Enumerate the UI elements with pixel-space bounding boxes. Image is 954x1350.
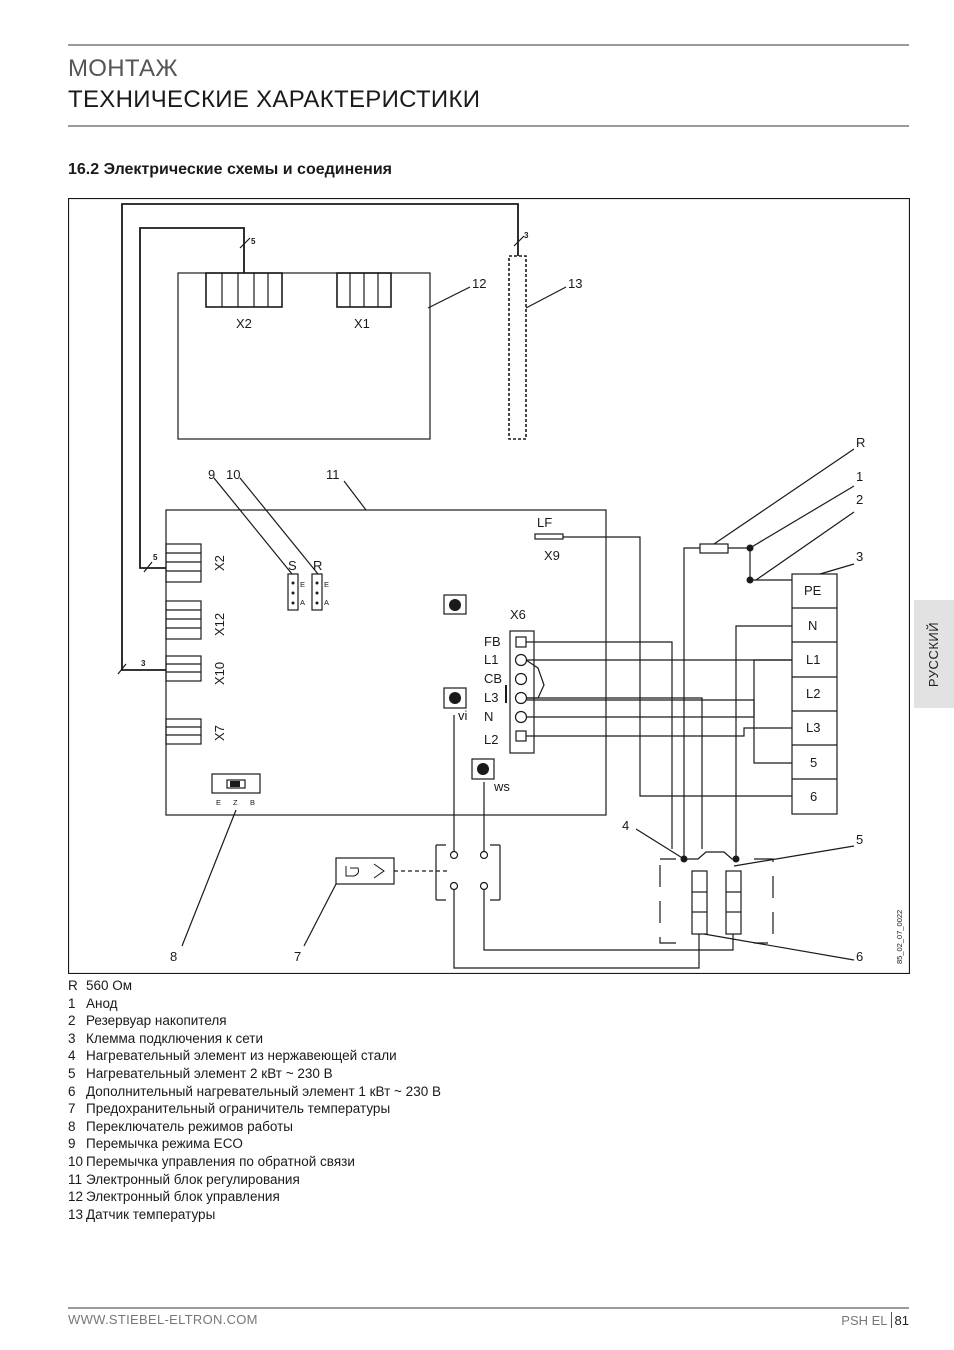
- ws-label: ws: [493, 779, 510, 794]
- wire-x10: [121, 203, 519, 671]
- jumper-s-label: S: [288, 558, 297, 573]
- board-x2-label: X2: [236, 316, 252, 331]
- button-vi: [443, 687, 467, 709]
- callout-5: 5: [856, 832, 863, 847]
- callout-13: 13: [568, 276, 582, 291]
- callout-6: 6: [856, 949, 863, 964]
- wire-count-x10: 3: [141, 659, 146, 668]
- jumper-s-pin-a: A: [300, 598, 305, 607]
- switch-pos-e: E: [216, 798, 221, 807]
- jumper-r-pin-a: A: [324, 598, 329, 607]
- jumper-r-label: R: [313, 558, 322, 573]
- callout-r: R: [856, 435, 865, 450]
- callout-4: 4: [622, 818, 629, 833]
- footer-page-number: 81: [894, 1312, 909, 1328]
- x6-label: X6: [510, 607, 526, 622]
- control-board: [177, 272, 431, 440]
- terminal-block: [791, 573, 838, 815]
- wire-x2: [139, 227, 245, 569]
- terminal-6: 6: [810, 789, 817, 804]
- footer-page-info: PSH EL 81: [841, 1312, 909, 1328]
- callout-8: 8: [170, 949, 177, 964]
- temperature-sensor: [508, 255, 527, 440]
- x6-pin-l2: L2: [484, 732, 498, 747]
- callout-2: 2: [856, 492, 863, 507]
- x6-pin-n: N: [484, 709, 493, 724]
- ctrl-x12-label: X12: [212, 613, 227, 636]
- diagram-code: 85_02_07_0022: [895, 910, 904, 964]
- button-top: [443, 594, 467, 615]
- header-title: ТЕХНИЧЕСКИЕ ХАРАКТЕРИСТИКИ: [68, 86, 481, 113]
- footer-website[interactable]: WWW.STIEBEL-ELTRON.COM: [68, 1312, 258, 1327]
- resistor-r: [699, 543, 729, 554]
- ctrl-x10-label: X10: [212, 662, 227, 685]
- vi-label: vi: [458, 708, 468, 723]
- switch-pos-z: Z: [233, 798, 238, 807]
- lf-label: LF: [537, 515, 552, 530]
- terminal-pe: PE: [804, 583, 822, 598]
- footer-rule: [68, 1307, 909, 1309]
- language-tab[interactable]: РУССКИЙ: [914, 600, 954, 708]
- terminal-l3: L3: [806, 720, 820, 735]
- ctrl-x2-label: X2: [212, 555, 227, 571]
- switch-pos-b: B: [250, 798, 255, 807]
- footer-separator: [890, 1312, 892, 1328]
- terminal-5: 5: [810, 755, 817, 770]
- header-category: МОНТАЖ: [68, 55, 178, 82]
- footer-model: PSH EL: [841, 1312, 888, 1328]
- terminal-l2: L2: [806, 686, 820, 701]
- wire-count-sensor: 3: [524, 231, 529, 240]
- jumper-r-pin-e: E: [324, 580, 329, 589]
- x6-pin-l3: L3: [484, 690, 498, 705]
- wiring-diagram: X2 X1 X2 X12 X10 X7 S R LF X9 X6 FB L1 C…: [68, 198, 910, 974]
- section-title: 16.2 Электрические схемы и соединения: [68, 161, 392, 178]
- terminal-n: N: [808, 618, 817, 633]
- callout-7: 7: [294, 949, 301, 964]
- header-rule: [68, 125, 909, 127]
- wire-count-board: 5: [251, 237, 256, 246]
- x6-connector: [509, 630, 535, 754]
- diagram-frame: [68, 198, 910, 974]
- lf-component: [534, 533, 564, 540]
- callout-1: 1: [856, 469, 863, 484]
- x6-pin-cb: CB: [484, 671, 502, 686]
- jumper-r: [311, 573, 323, 611]
- callout-11: 11: [326, 467, 340, 482]
- mode-switch: [211, 773, 261, 794]
- terminal-l1: L1: [806, 652, 820, 667]
- callout-12: 12: [472, 276, 486, 291]
- jumper-s: [287, 573, 299, 611]
- language-tab-label: РУССКИЙ: [926, 621, 942, 687]
- ctrl-x7-label: X7: [212, 725, 227, 741]
- top-rule: [68, 44, 909, 46]
- callout-10: 10: [226, 467, 240, 482]
- wire-count-x2: 5: [153, 553, 158, 562]
- board-x1-label: X1: [354, 316, 370, 331]
- button-ws: [471, 758, 495, 780]
- callout-9: 9: [208, 467, 215, 482]
- x9-label: X9: [544, 548, 560, 563]
- jumper-s-pin-e: E: [300, 580, 305, 589]
- callout-3: 3: [856, 549, 863, 564]
- x6-pin-l1: L1: [484, 652, 498, 667]
- regulator-block: [165, 509, 607, 816]
- x6-pin-fb: FB: [484, 634, 501, 649]
- safety-limiter: [335, 857, 395, 885]
- board-x2-connector: [205, 272, 283, 308]
